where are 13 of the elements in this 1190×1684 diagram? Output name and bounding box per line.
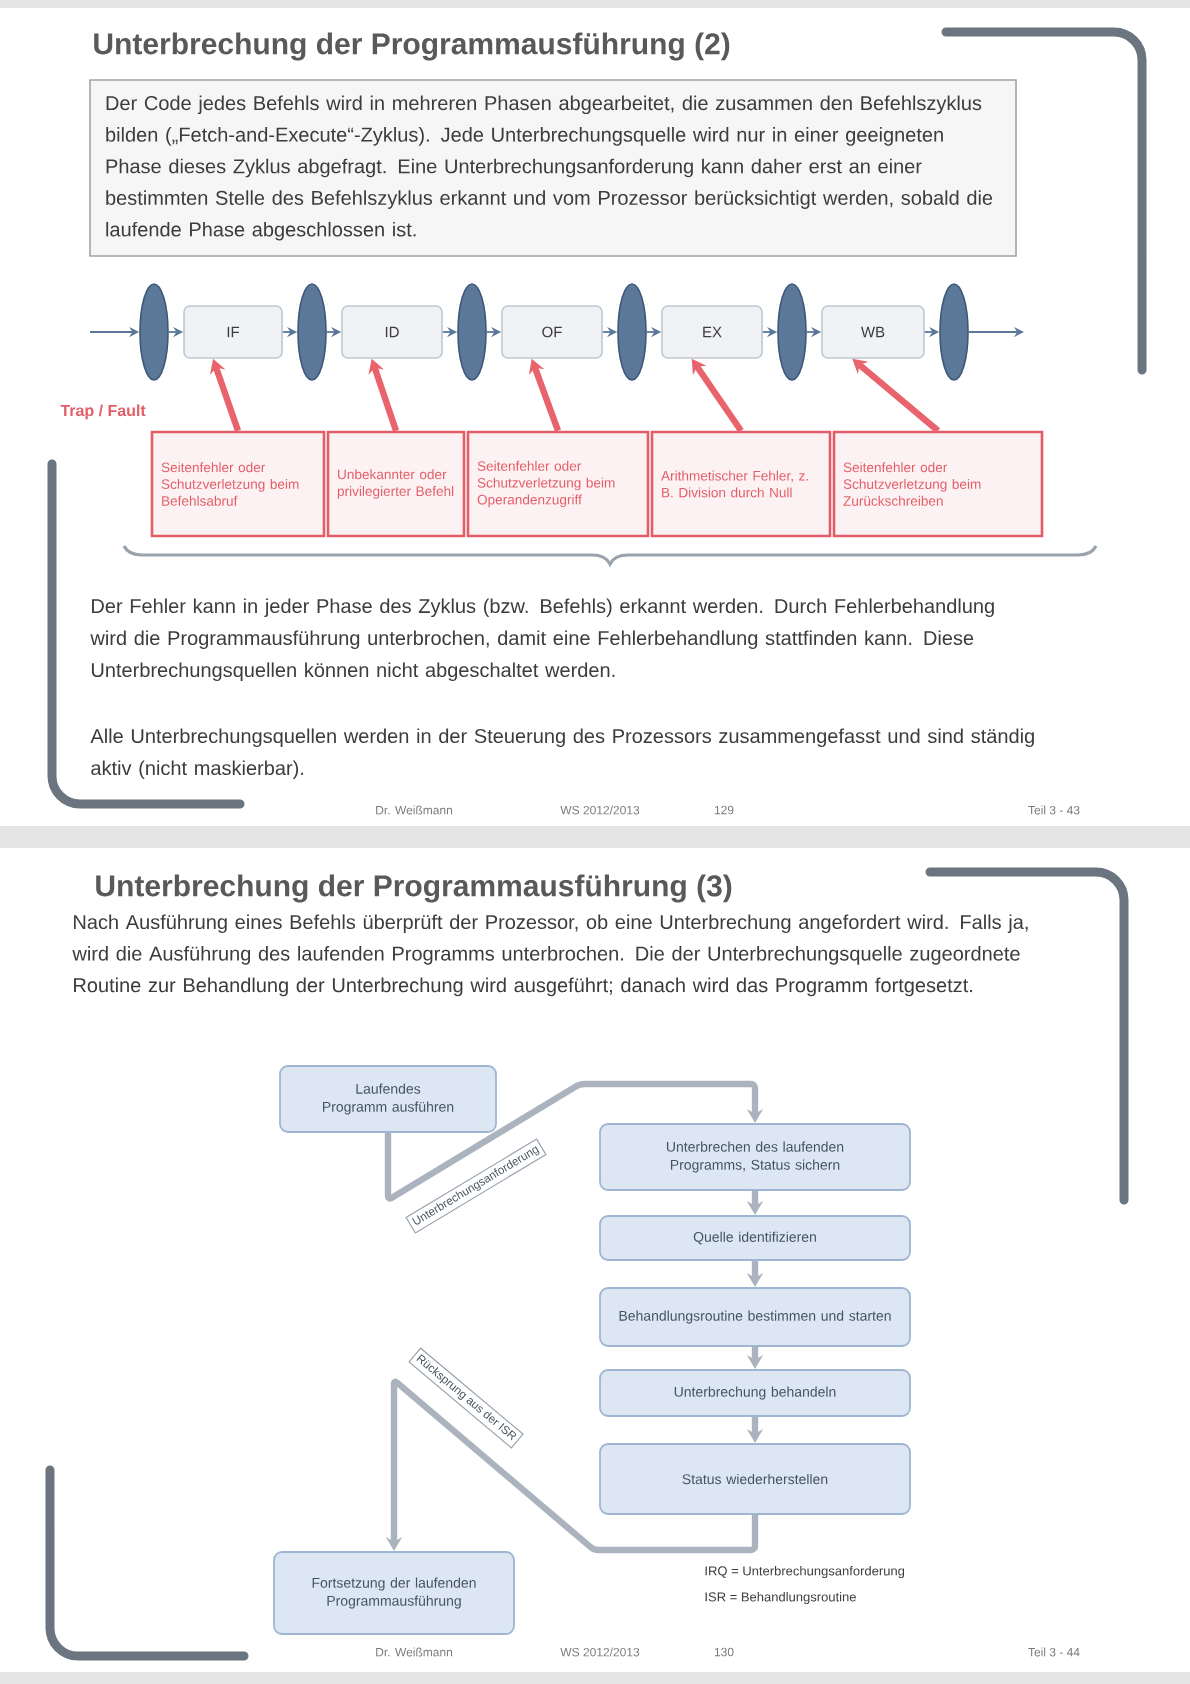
text-box: Der Code jedes Befehls wird in mehreren Phasen abgearbeitet, die zusammen den Befehlszyklus bilden („Fetch-and-Execute“-Zyklus). Jede Unterbrechungsquelle wird nur in einer geeigneten Phase dieses Zyklus abgefragt. Eine Unterbrechungsanforderung kann daher erst an einer bestimmten Stelle des Befehlszyklus erkannt und vom Prozessor berücksichtigt werden, sobald die laufende Phase abgeschlossen ist. — [89, 79, 1017, 257]
disc-symbol — [777, 283, 807, 381]
disc-symbol — [297, 283, 327, 381]
slide-title: Unterbrechung der Programmausführung (3) — [96, 874, 732, 903]
fault-label: Trap / Fault — [60, 404, 146, 420]
body-text: Nach Ausführung eines Befehls überprüft der Prozessor, ob eine Unterbrechung angefordert wird. Falls ja, wird die Ausführung des laufenden Programms unterbrochen. Die der Unterbrechungsquelle zugeordnete Routine zur Behandlung der Unterbrechung wird ausgeführt; danach wird das Programm fortgesetzt. — [72, 914, 1028, 997]
disc-symbol — [939, 283, 969, 381]
body-text: Alle Unterbrechungsquellen werden in der Steuerung des Prozessors zusammengefasst und sind ständig aktiv (nicht maskierbar). — [90, 728, 1034, 780]
body-text: Der Fehler kann in jeder Phase des Zyklus (bzw. Befehls) erkannt werden. Durch Fehlerbehandlung wird die Programmausführung unterbrochen, damit eine Fehlerbehandlung stattfinden kann. Diese Unterbrechungsquellen können nicht abgeschaltet werden. — [90, 598, 994, 682]
arrow — [384, 1080, 764, 1202]
disc-symbol — [617, 283, 647, 381]
disc-symbol — [457, 283, 487, 381]
disc-symbol — [139, 283, 169, 381]
